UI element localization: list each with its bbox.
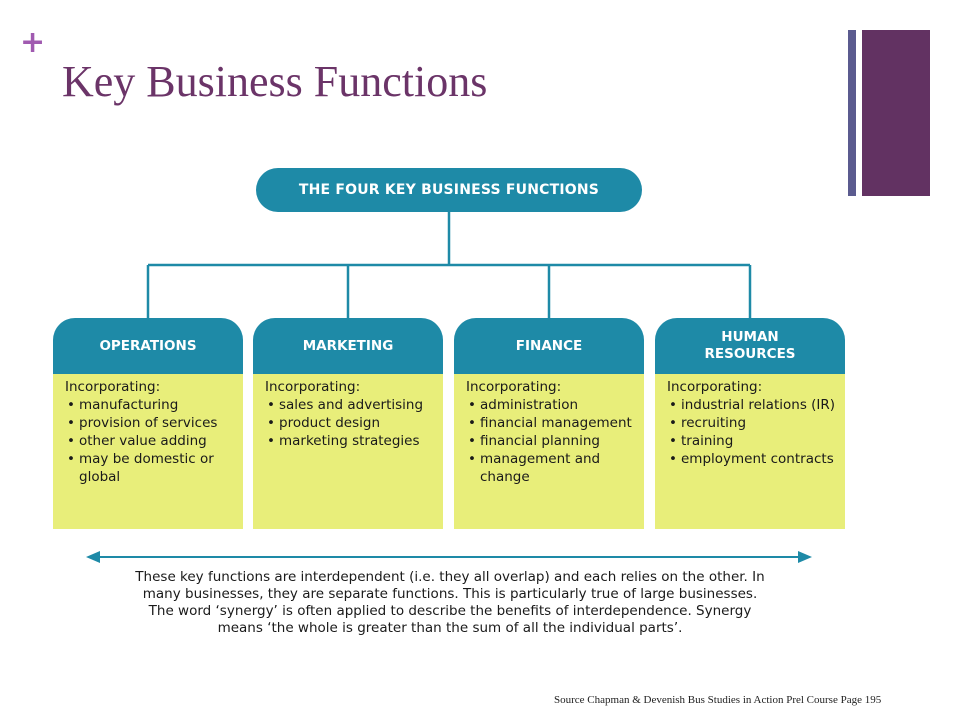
list-item: manufacturing xyxy=(65,396,235,414)
list-item: financial planning xyxy=(466,432,636,450)
arrow-head-right xyxy=(798,551,812,563)
heading-line: OPERATIONS xyxy=(99,337,197,354)
column-intro: Incorporating: xyxy=(466,379,562,395)
heading-line: RESOURCES xyxy=(704,346,796,362)
column-heading-finance: FINANCE xyxy=(454,318,644,374)
list-item: industrial relations (IR) xyxy=(667,396,837,414)
interdependence-note: These key functions are interdependent (… xyxy=(135,569,765,636)
list-item: financial management xyxy=(466,414,636,432)
column-heading-operations: OPERATIONS xyxy=(53,318,243,374)
column-intro: Incorporating: xyxy=(667,379,763,395)
list-item: may be domestic or global xyxy=(65,450,235,486)
heading-line: FINANCE xyxy=(515,337,583,354)
plus-icon: + xyxy=(20,25,46,60)
list-item: training xyxy=(667,432,837,450)
source-citation: Source Chapman & Devenish Bus Studies in… xyxy=(554,694,882,706)
column-heading-marketing: MARKETING xyxy=(253,318,443,374)
list-item: administration xyxy=(466,396,636,414)
decor-bar-thin xyxy=(848,30,856,196)
column-intro: Incorporating: xyxy=(265,379,361,395)
heading-line: MARKETING xyxy=(302,337,394,354)
heading-line: HUMAN xyxy=(721,329,779,346)
column-heading-human-resources: HUMAN RESOURCES xyxy=(655,318,845,374)
list-item: marketing strategies xyxy=(265,432,435,450)
column-body-operations: Incorporating: manufacturing provision o… xyxy=(53,374,243,529)
top-function-box: THE FOUR KEY BUSINESS FUNCTIONS xyxy=(256,168,642,212)
column-body-marketing: Incorporating: sales and advertising pro… xyxy=(253,374,443,529)
decor-bar-thick xyxy=(862,30,930,196)
list-item: management and change xyxy=(466,450,636,486)
column-intro: Incorporating: xyxy=(65,379,161,395)
list-item: recruiting xyxy=(667,414,837,432)
column-body-human-resources: Incorporating: industrial relations (IR)… xyxy=(655,374,845,529)
slide-title: Key Business Functions xyxy=(62,57,488,106)
arrow-head-left xyxy=(86,551,100,563)
list-item: other value adding xyxy=(65,432,235,450)
list-item: employment contracts xyxy=(667,450,837,468)
list-item: provision of services xyxy=(65,414,235,432)
list-item: product design xyxy=(265,414,435,432)
list-item: sales and advertising xyxy=(265,396,435,414)
column-body-finance: Incorporating: administration financial … xyxy=(454,374,644,529)
